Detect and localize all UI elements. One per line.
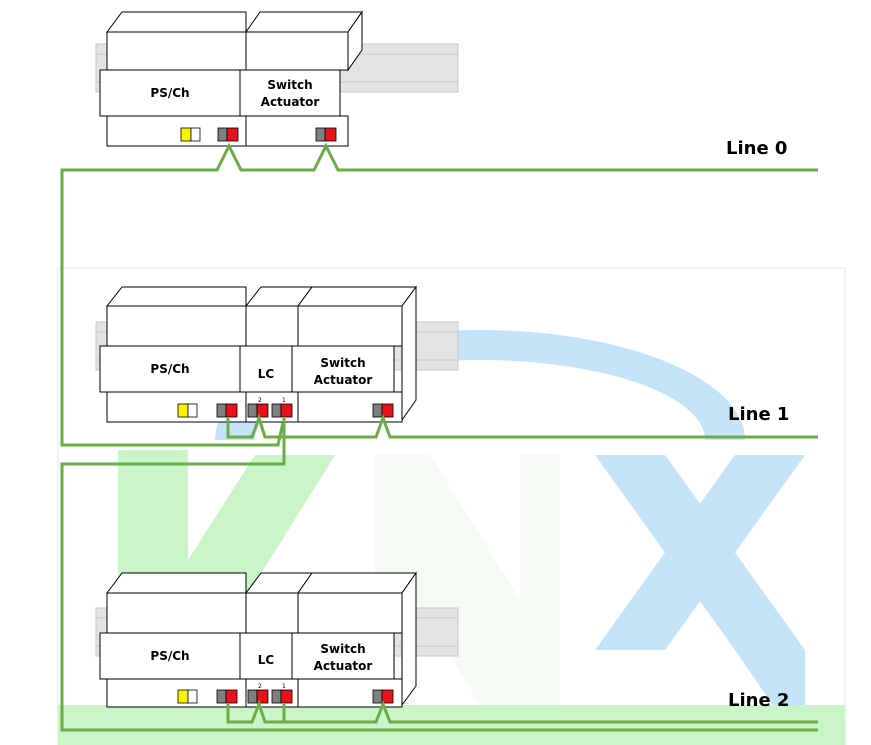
psch-module-top xyxy=(106,11,247,33)
terminal-mark-1: 1 xyxy=(282,397,286,404)
terminal-mark-1: 1 xyxy=(282,683,286,690)
actuator-module-top xyxy=(297,572,417,594)
logo-bottom-band xyxy=(58,705,845,745)
line-0-device-group: PS/Ch Switch Actuator xyxy=(95,10,459,147)
terminal-grey xyxy=(372,689,383,704)
actuator-module-face xyxy=(291,345,395,393)
bus-line-1-to-line-2 xyxy=(60,418,818,732)
terminal-white xyxy=(187,403,198,418)
actuator-label-line1: Switch xyxy=(320,642,365,656)
terminal-mark-2: 2 xyxy=(258,397,262,404)
terminal-grey xyxy=(271,403,282,418)
actuator-label-line2: Actuator xyxy=(314,659,373,673)
terminal-grey xyxy=(217,127,228,142)
actuator-module-side xyxy=(401,571,417,707)
terminal-grey xyxy=(216,403,227,418)
psch-module-face xyxy=(99,345,241,393)
psch-module-top xyxy=(106,572,247,594)
terminal-yellow xyxy=(180,127,192,142)
bus-line-0 xyxy=(60,142,818,447)
terminal-red xyxy=(256,689,269,704)
line-2-label: Line 2 xyxy=(728,690,789,711)
actuator-label-line1: Switch xyxy=(267,78,312,92)
bus-line-2 xyxy=(226,699,818,724)
psch-module-top xyxy=(105,286,247,307)
terminal-grey xyxy=(372,403,383,418)
lc-module-face xyxy=(239,632,293,680)
actuator-module-top xyxy=(245,11,363,33)
terminal-red xyxy=(225,403,238,418)
psch-module-upper xyxy=(106,31,247,71)
terminal-red xyxy=(381,403,394,418)
line-1-label: Line 1 xyxy=(728,404,789,425)
terminal-grey xyxy=(247,689,258,704)
actuator-label-line2: Actuator xyxy=(261,95,320,109)
terminal-red xyxy=(280,689,293,704)
actuator-module-upper xyxy=(297,305,403,347)
terminal-red xyxy=(280,403,293,418)
psch-module-face xyxy=(99,632,241,680)
lc-label: LC xyxy=(258,367,275,381)
terminal-grey xyxy=(271,689,282,704)
terminal-red xyxy=(381,689,394,704)
actuator-module-face xyxy=(239,69,341,117)
line-1-device-group: PS/Ch LC Switch Actuator 2 1 xyxy=(95,285,459,423)
terminal-red xyxy=(226,127,239,142)
terminal-white xyxy=(190,127,201,142)
lc-module-upper xyxy=(245,305,299,347)
line-2-device-group: PS/Ch LC Switch Actuator 2 1 xyxy=(95,571,459,708)
terminal-mark-2: 2 xyxy=(258,683,262,690)
actuator-module-side xyxy=(401,285,417,422)
actuator-label-line2: Actuator xyxy=(314,373,373,387)
terminal-grey xyxy=(315,127,326,142)
psch-module-upper xyxy=(106,592,247,634)
actuator-module-face xyxy=(291,632,395,680)
terminal-grey xyxy=(247,403,258,418)
bus-line-1 xyxy=(226,413,818,439)
terminal-yellow xyxy=(177,403,189,418)
lc-module-upper xyxy=(245,592,299,634)
terminal-red xyxy=(225,689,238,704)
terminal-white xyxy=(187,689,198,704)
psch-label: PS/Ch xyxy=(150,362,189,376)
actuator-module-side xyxy=(347,10,363,72)
terminal-red xyxy=(324,127,337,142)
psch-module-upper xyxy=(106,305,247,347)
actuator-module-upper xyxy=(245,31,349,71)
lc-label: LC xyxy=(258,653,275,667)
actuator-module-upper xyxy=(297,592,403,634)
actuator-label-line1: Switch xyxy=(320,356,365,370)
psch-label: PS/Ch xyxy=(150,649,189,663)
line-0-label: Line 0 xyxy=(726,138,787,159)
actuator-module-top xyxy=(297,286,417,307)
logo-n xyxy=(375,455,560,745)
terminal-red xyxy=(256,403,269,418)
psch-label: PS/Ch xyxy=(150,86,189,100)
logo-x-stroke-b xyxy=(595,455,805,650)
terminal-grey xyxy=(216,689,227,704)
terminal-yellow xyxy=(177,689,189,704)
